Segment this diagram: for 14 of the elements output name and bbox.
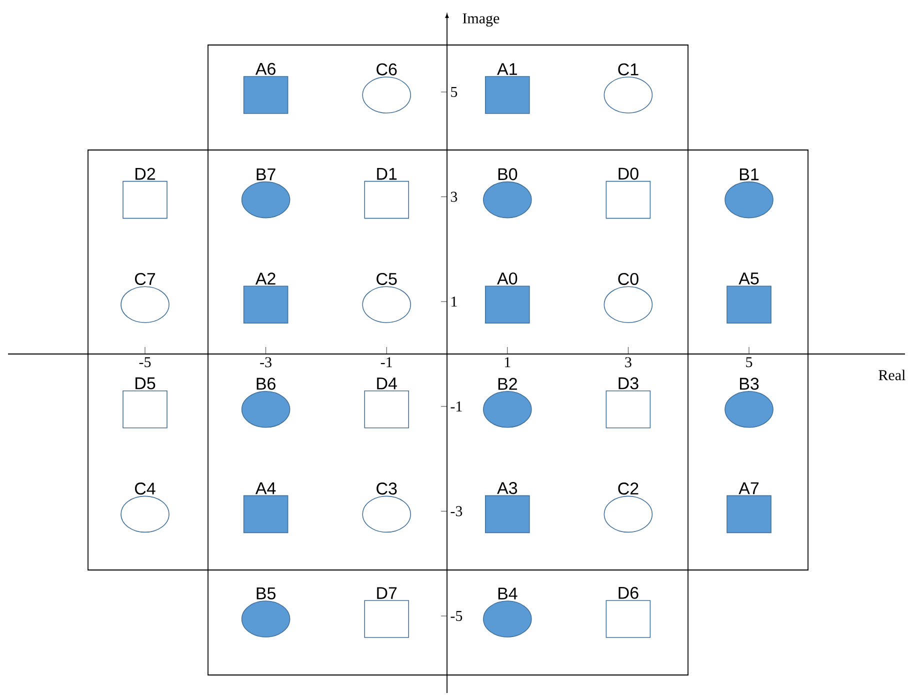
tick-label: -3 [260,357,272,368]
tick-label: 3 [625,357,632,368]
tick-label: -3 [450,506,462,516]
axis-label: Image [462,13,500,27]
tick-label: 1 [452,296,457,307]
tick-label: 5 [451,87,458,97]
tick-label: -1 [450,401,462,412]
tick-label: -5 [139,357,151,368]
tick-label: 3 [450,192,458,202]
tick-label: 5 [746,357,752,368]
tick-label: -5 [450,611,462,621]
tick-label: -1 [380,357,392,368]
axis-label: Real [878,370,906,380]
tick-label: 1 [504,357,510,368]
